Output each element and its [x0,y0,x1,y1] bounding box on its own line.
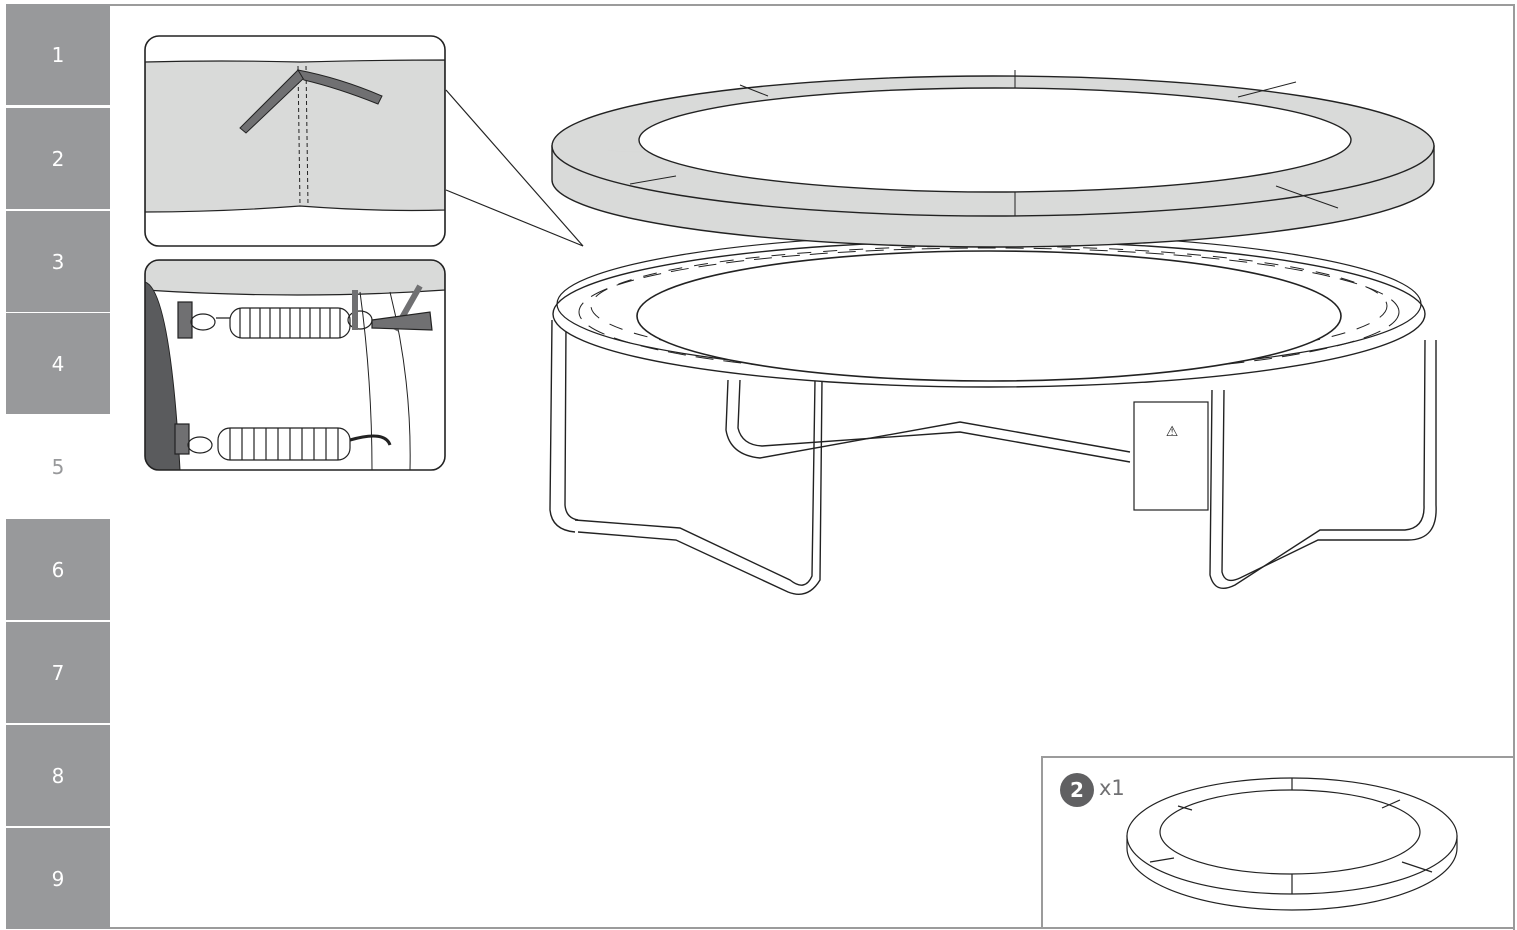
warning-icon: ⚠ [1166,424,1179,440]
step-tab-4[interactable]: 4 [6,313,110,414]
detail-frame-bottom [144,259,446,471]
step-tab-label: 6 [51,557,65,582]
step-tab-label: 1 [51,42,65,67]
step-tab-3[interactable]: 3 [6,211,110,312]
page-frame-top [110,4,1514,6]
step-tab-label: 8 [51,763,65,788]
trampoline-spring-ring [552,233,1426,388]
part-number-badge: 2 [1060,773,1094,807]
detail-frame-top [144,35,446,247]
part-quantity: x1 [1099,776,1125,800]
step-tab-6[interactable]: 6 [6,519,110,620]
step-tab-9[interactable]: 9 [6,828,110,929]
step-tab-1[interactable]: 1 [6,4,110,105]
page-frame-bottom [110,927,1515,929]
step-tab-label: 5 [51,454,65,479]
detail-spring [145,260,445,470]
trampoline-frame [549,319,1437,595]
step-tab-label: 7 [51,660,65,685]
callout-line-upper [445,89,584,247]
step-tab-label: 4 [51,351,65,376]
page-frame-right [1513,4,1515,930]
step-tab-2[interactable]: 2 [6,108,110,209]
step-tab-label: 3 [51,249,65,274]
callout-line-lower [445,189,584,247]
step-tab-5-current[interactable]: 5 [6,416,110,517]
step-tab-7[interactable]: 7 [6,622,110,723]
step-tab-label: 2 [51,146,65,171]
detail-pad-tie [145,36,445,246]
step-tab-label: 9 [51,866,65,891]
step-tabs: 1 2 3 4 5 6 7 8 9 [6,0,110,930]
safety-pad-lifted [551,70,1435,248]
parts-box [1041,756,1514,928]
step-tab-8[interactable]: 8 [6,725,110,826]
